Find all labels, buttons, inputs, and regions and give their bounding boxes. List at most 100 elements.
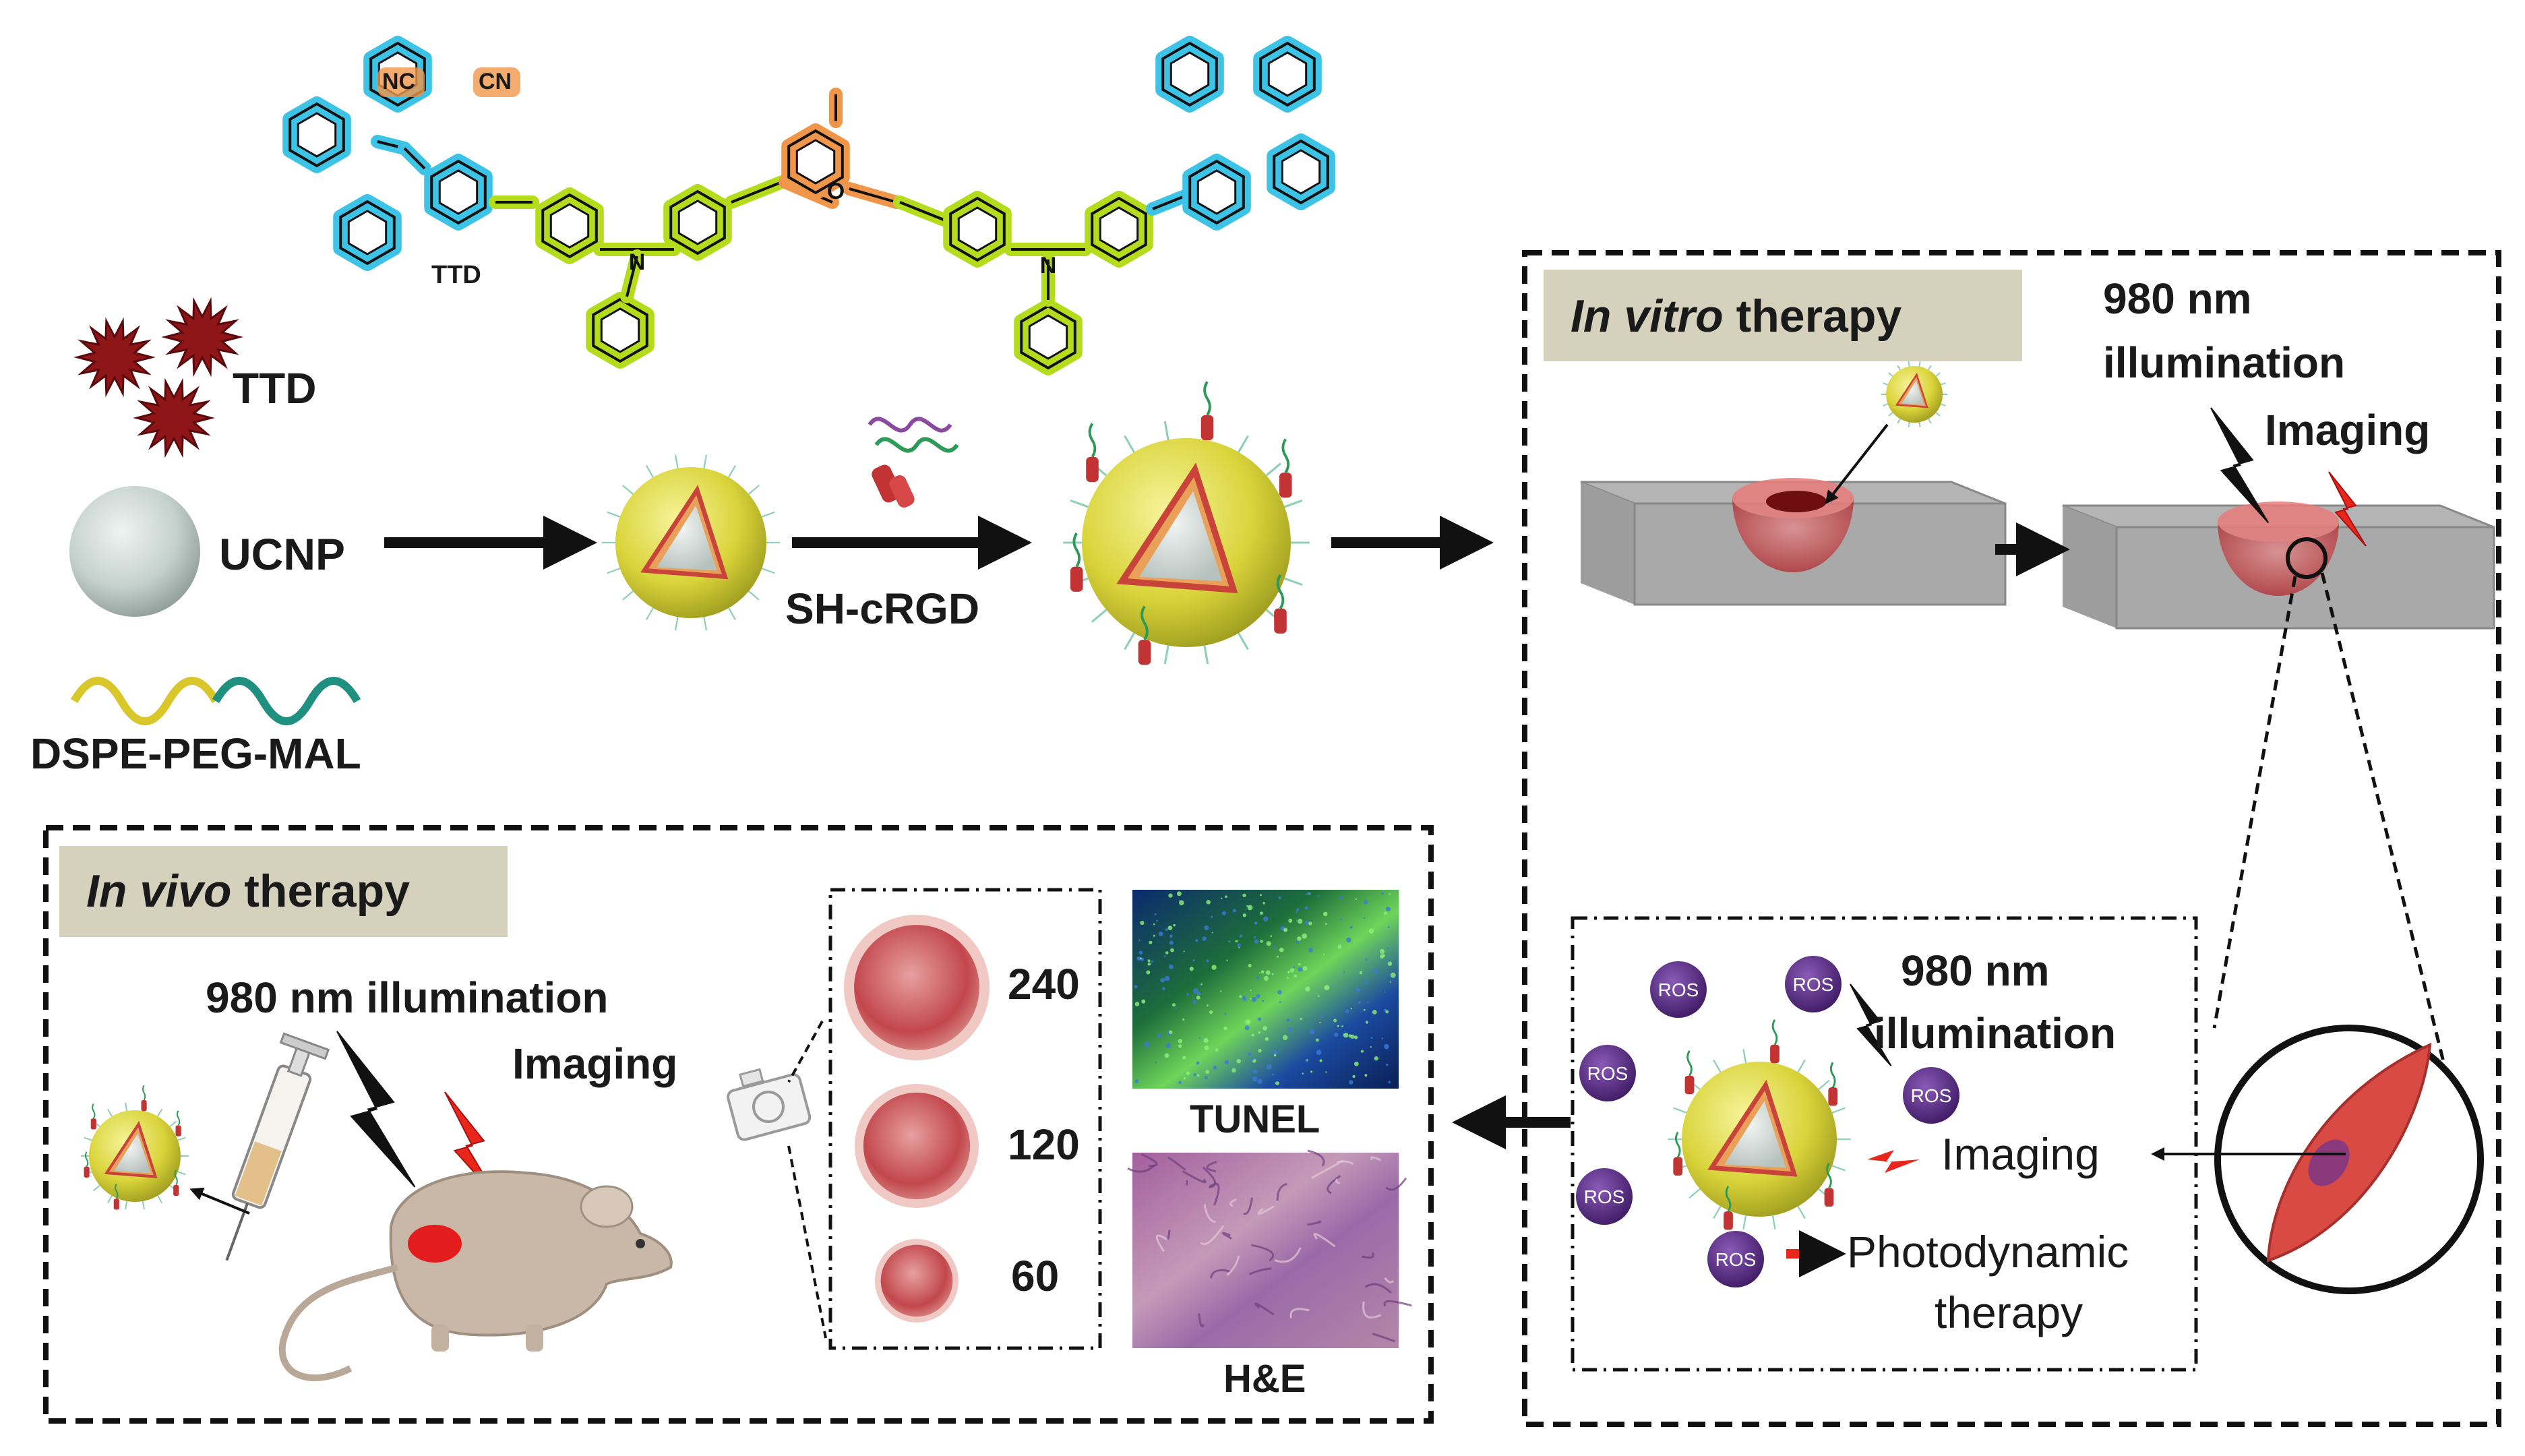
in-vitro-illum-line2: illumination xyxy=(2103,338,2345,387)
ros-sphere-2: ROS xyxy=(1785,956,1842,1012)
camera-line-top xyxy=(787,1021,824,1083)
ttd-star-1 xyxy=(73,317,156,398)
ros-label: ROS xyxy=(1715,1249,1757,1270)
tumor-spheroid-240 xyxy=(844,915,990,1060)
zoom-spot xyxy=(2286,537,2328,579)
drop-arrow xyxy=(1825,423,1889,505)
in-vivo-title-band xyxy=(59,846,508,937)
n-atom-right: N xyxy=(1040,253,1057,278)
mech-imaging-label: Imaging xyxy=(1941,1129,2100,1179)
tissue-block-before xyxy=(1580,478,2007,606)
ring-tpa-left-1 xyxy=(535,187,604,264)
imaging-emission-icon-mechanism xyxy=(1867,1150,1920,1173)
ros-sphere-4: ROS xyxy=(1903,1067,1959,1124)
ring-tpe-right-1 xyxy=(1182,154,1251,231)
tunel-label: TUNEL xyxy=(1190,1097,1320,1141)
cn-group xyxy=(473,67,520,97)
ring-tpe-left-1 xyxy=(282,96,351,173)
ucnp-sphere xyxy=(69,486,200,617)
tumor-spheroids xyxy=(844,915,990,1323)
nc-label: NC xyxy=(382,69,415,94)
tumor-size-box xyxy=(828,888,1102,1350)
ros-sphere-6: ROS xyxy=(1707,1231,1764,1287)
zoom-line-right xyxy=(2320,572,2445,1062)
imaging-emission-icon-in-vitro xyxy=(2328,471,2367,547)
camera-icon xyxy=(727,1068,812,1141)
ring-tpa-right-2 xyxy=(1085,191,1153,268)
he-image xyxy=(1132,1153,1399,1348)
ring-tpa-right-3 xyxy=(1014,299,1083,375)
cancer-cell xyxy=(2266,1042,2432,1263)
ros-sphere-3: ROS xyxy=(1579,1045,1636,1101)
ros-label: ROS xyxy=(1587,1063,1629,1084)
crgd-peptide-icon xyxy=(868,417,959,508)
ros-label: ROS xyxy=(1658,979,1699,1000)
laser-bolt-mechanism xyxy=(1850,983,1892,1066)
ucnp-label: UCNP xyxy=(219,529,345,579)
ring-tpa-left-3 xyxy=(586,292,655,369)
tunel-speckle xyxy=(1134,891,1396,1086)
mech-pdt-line1: Photodynamic xyxy=(1847,1227,2129,1277)
ttd-molecule-caption: TTD xyxy=(431,261,481,289)
n-atom-left: N xyxy=(629,249,646,275)
ring-tpe-left-3 xyxy=(333,194,402,271)
tunel-image xyxy=(1132,890,1399,1089)
ttd-star-2 xyxy=(161,297,243,377)
mech-illum-line1: 980 nm xyxy=(1901,946,2050,995)
ros-label: ROS xyxy=(1584,1186,1625,1207)
tissue-block-after xyxy=(2062,502,2495,630)
ttd-ucnp-nanoparticle xyxy=(601,454,781,631)
ring-tpa-right-1 xyxy=(943,191,1012,268)
ros-label: ROS xyxy=(1793,974,1834,995)
mech-pdt-line2: therapy xyxy=(1935,1287,2083,1337)
ring-tpe-right-2 xyxy=(1155,36,1224,113)
crgd-functionalized-nanoparticle xyxy=(1063,381,1310,665)
in-vitro-imaging-label: Imaging xyxy=(2265,406,2430,454)
tumor-spheroid-60 xyxy=(875,1239,959,1323)
mouse-illustration xyxy=(278,1170,673,1381)
ring-tpe-left-4 xyxy=(424,154,493,231)
ttd-label: TTD xyxy=(233,364,316,413)
ring-tpe-right-4 xyxy=(1267,133,1335,210)
ros-label: ROS xyxy=(1911,1085,1952,1106)
he-label: H&E xyxy=(1223,1357,1306,1401)
camera-line-bottom xyxy=(787,1145,827,1339)
tumor-label-240: 240 xyxy=(1008,960,1080,1008)
mechanism-box xyxy=(1571,916,2198,1372)
nc-group xyxy=(377,67,425,97)
mechanism-nanoparticle xyxy=(1668,1019,1851,1230)
in-vivo-box xyxy=(43,825,1434,1424)
ttd-particles xyxy=(73,297,243,458)
ros-sphere-5: ROS xyxy=(1576,1168,1633,1225)
dspe-peg-mal-chain xyxy=(70,677,361,725)
syringe-icon xyxy=(225,1032,330,1261)
ring-tpa-left-2 xyxy=(663,184,732,261)
o-atom-center: O xyxy=(827,179,845,204)
dspe-peg-mal-label: DSPE-PEG-MAL xyxy=(30,729,361,778)
sh-crgd-label: SH-cRGD xyxy=(785,584,979,633)
ring-pyran-core xyxy=(781,123,850,200)
in-vitro-title-band xyxy=(1544,270,2022,361)
laser-bolt-in-vitro xyxy=(2210,407,2270,524)
ros-molecules: ROS ROS ROS ROS ROS ROS xyxy=(1576,956,1959,1287)
laser-bolt-in-vivo xyxy=(336,1031,416,1188)
in-vivo-imaging-label: Imaging xyxy=(512,1039,677,1088)
in-vivo-illumination-label: 980 nm illumination xyxy=(206,973,608,1022)
ring-tpe-right-3 xyxy=(1253,36,1322,113)
mech-illum-line2: illumination xyxy=(1874,1009,2116,1058)
zoom-line-left xyxy=(2212,576,2297,1029)
cn-label: CN xyxy=(479,69,512,94)
nanoparticle-dropping xyxy=(1881,361,1948,427)
ros-sphere-1: ROS xyxy=(1650,961,1707,1018)
tumor-label-120: 120 xyxy=(1008,1120,1080,1169)
in-vivo-nanoparticle xyxy=(80,1085,189,1210)
tumor-label-60: 60 xyxy=(1011,1252,1059,1300)
in-vitro-illum-line1: 980 nm xyxy=(2103,274,2252,323)
in-vitro-title: In vitro therapy xyxy=(1571,291,1902,342)
he-texture xyxy=(1127,1149,1412,1343)
syringe-to-np-arrow xyxy=(189,1187,250,1215)
ttd-molecule-structure: N N O xyxy=(282,36,1335,375)
in-vivo-title: In vivo therapy xyxy=(86,866,410,917)
